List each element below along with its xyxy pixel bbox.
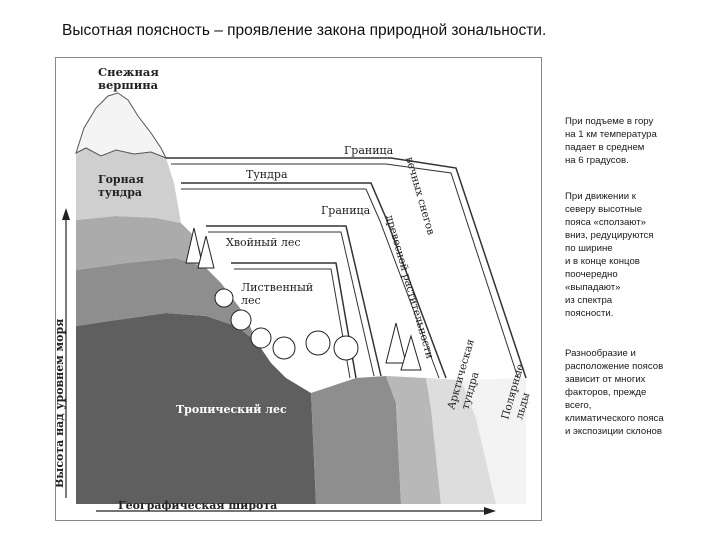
x-axis-arrow-icon — [484, 507, 496, 515]
label-y-axis: Высота над уровнем моря — [56, 319, 66, 488]
label-snow-line: вечных снегов — [403, 156, 437, 237]
label-snow-peak-line2: вершина — [98, 78, 159, 92]
deciduous-tree-icon — [215, 289, 233, 307]
note-zone-shift-text: При движении к северу высотные пояса «сп… — [565, 190, 715, 320]
note-factors-text: Разнообразие и расположение поясов завис… — [565, 347, 715, 438]
label-coniferous: Хвойный лес — [226, 236, 301, 249]
y-axis-arrow-icon — [62, 208, 70, 220]
altitudinal-zonation-diagram: Снежная вершина Горная тундра Тундра Гра… — [55, 57, 542, 521]
deciduous-tree-icon — [231, 310, 251, 330]
slide-title: Высотная поясность – проявление закона п… — [62, 22, 546, 40]
label-tree-line: древесной растительности — [383, 214, 436, 361]
label-boundary-middle: Граница — [321, 204, 371, 217]
note-temperature: При подъеме в гору на 1 км температура п… — [565, 115, 715, 167]
deciduous-tree-icon — [334, 336, 358, 360]
label-boundary-top: Граница — [344, 144, 394, 157]
label-deciduous-line2: лес — [241, 294, 261, 307]
label-tropical: Тропический лес — [176, 403, 287, 416]
conifer-tree-icon — [386, 323, 406, 363]
label-snow-peak-line1: Снежная — [98, 65, 159, 79]
deciduous-tree-icon — [306, 331, 330, 355]
snow-peak-zone — [76, 93, 166, 158]
label-deciduous-line1: Лиственный — [241, 281, 313, 294]
label-mountain-tundra-line1: Горная — [98, 173, 144, 186]
deciduous-tree-icon — [251, 328, 271, 348]
label-mountain-tundra-line2: тундра — [98, 186, 142, 199]
zonation-svg: Снежная вершина Горная тундра Тундра Гра… — [56, 58, 541, 520]
label-tundra: Тундра — [246, 168, 288, 181]
note-zone-shift: При движении к северу высотные пояса «сп… — [565, 190, 715, 320]
deciduous-tree-icon — [273, 337, 295, 359]
note-temperature-text: При подъеме в гору на 1 км температура п… — [565, 115, 715, 167]
label-x-axis: Географическая широта — [118, 499, 277, 512]
note-factors: Разнообразие и расположение поясов завис… — [565, 347, 715, 438]
plain-deciduous-zone — [311, 376, 401, 504]
